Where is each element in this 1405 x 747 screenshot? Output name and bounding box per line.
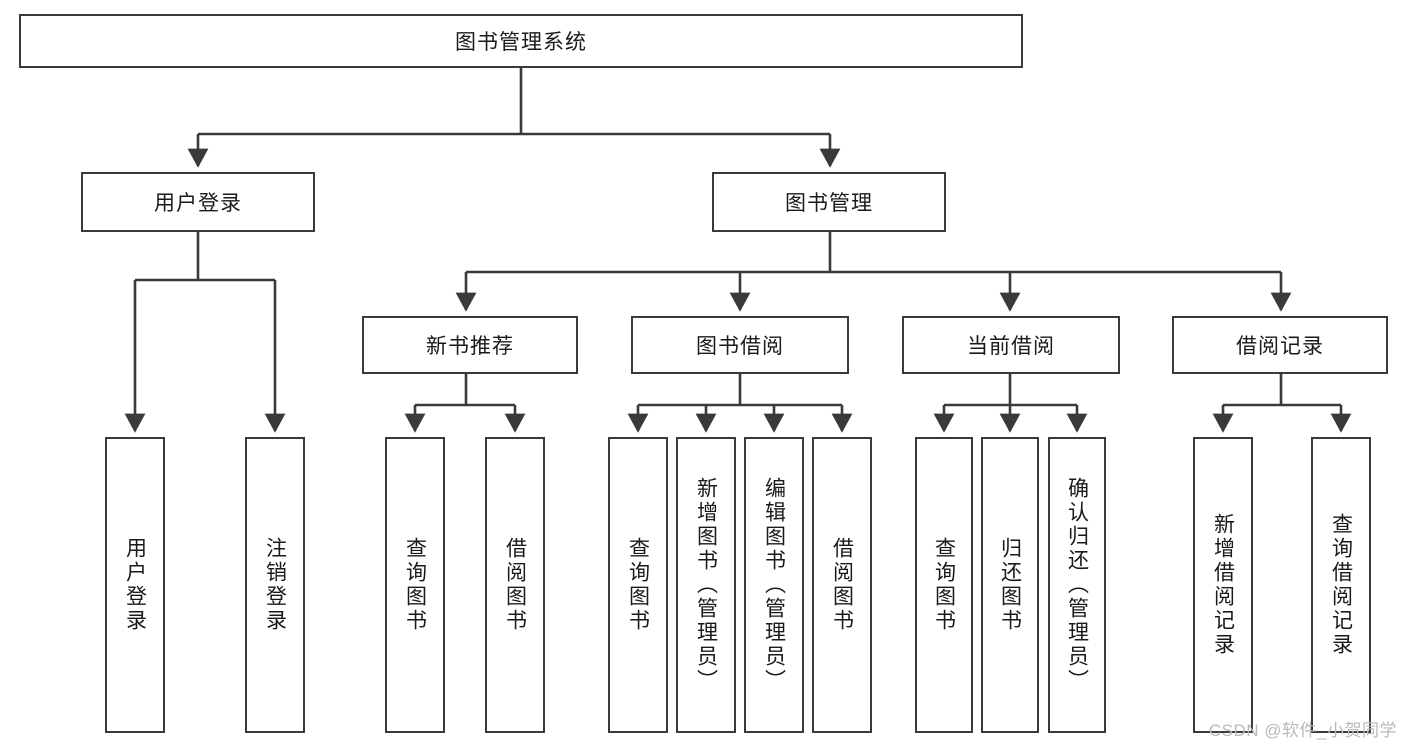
node-label: 查询借阅记录	[1329, 513, 1353, 657]
node-label: 查询图书	[403, 537, 427, 633]
node-label: 新书推荐	[426, 335, 514, 358]
node-label: 用户登录	[123, 537, 147, 633]
node-book-borrow[interactable]: 图书借阅	[631, 316, 849, 374]
leaf-current-borrow-confirm-return-admin[interactable]: 确认归还（管理员）	[1048, 437, 1106, 733]
leaf-borrow-record-add-record[interactable]: 新增借阅记录	[1193, 437, 1253, 733]
leaf-book-borrow-add-book-admin[interactable]: 新增图书（管理员）	[676, 437, 736, 733]
node-user-login[interactable]: 用户登录	[81, 172, 315, 232]
leaf-book-borrow-query-book[interactable]: 查询图书	[608, 437, 668, 733]
node-label: 编辑图书（管理员）	[762, 477, 786, 693]
leaf-book-borrow-edit-book-admin[interactable]: 编辑图书（管理员）	[744, 437, 804, 733]
csdn-watermark: CSDN @软件_小贺同学	[1208, 721, 1397, 740]
node-label: 确认归还（管理员）	[1065, 477, 1089, 693]
leaf-new-book-query-book[interactable]: 查询图书	[385, 437, 445, 733]
node-current-borrow[interactable]: 当前借阅	[902, 316, 1120, 374]
leaf-borrow-record-query-record[interactable]: 查询借阅记录	[1311, 437, 1371, 733]
node-label: 新增借阅记录	[1211, 513, 1235, 657]
node-label: 图书借阅	[696, 335, 784, 358]
node-label: 用户登录	[154, 192, 242, 215]
node-label: 当前借阅	[967, 335, 1055, 358]
node-new-book-recommend[interactable]: 新书推荐	[362, 316, 578, 374]
leaf-book-borrow-borrow-book[interactable]: 借阅图书	[812, 437, 872, 733]
node-label: 查询图书	[626, 537, 650, 633]
node-borrow-record[interactable]: 借阅记录	[1172, 316, 1388, 374]
leaf-current-borrow-return-book[interactable]: 归还图书	[981, 437, 1039, 733]
leaf-user-login-login[interactable]: 用户登录	[105, 437, 165, 733]
node-label: 借阅记录	[1236, 335, 1324, 358]
leaf-current-borrow-query-book[interactable]: 查询图书	[915, 437, 973, 733]
leaf-user-login-logout[interactable]: 注销登录	[245, 437, 305, 733]
node-label: 图书管理	[785, 192, 873, 215]
node-label: 归还图书	[998, 537, 1022, 633]
node-label: 图书管理系统	[455, 31, 587, 54]
leaf-new-book-borrow-book[interactable]: 借阅图书	[485, 437, 545, 733]
node-label: 查询图书	[932, 537, 956, 633]
node-label: 借阅图书	[503, 537, 527, 633]
node-label: 注销登录	[263, 537, 287, 633]
node-label: 新增图书（管理员）	[694, 477, 718, 693]
node-label: 借阅图书	[830, 537, 854, 633]
node-root-book-management-system[interactable]: 图书管理系统	[19, 14, 1023, 68]
node-book-management[interactable]: 图书管理	[712, 172, 946, 232]
